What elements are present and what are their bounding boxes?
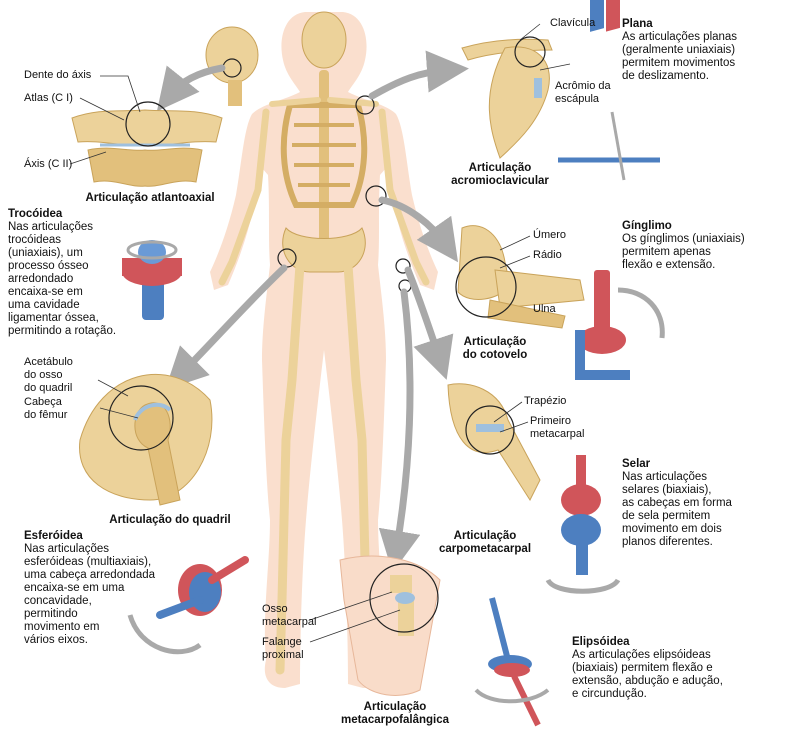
leader-lines — [69, 23, 571, 643]
ginglimo-title: Gínglimo — [622, 220, 672, 232]
atlas-label: Atlas (C I) — [24, 92, 73, 104]
pivot-joint-model — [122, 240, 182, 320]
acromio-label: Acrômio da escápula — [555, 80, 611, 105]
body-silhouette — [210, 12, 438, 688]
condyloid-joint-model — [474, 597, 550, 727]
acromioclavicular-illustration — [461, 36, 553, 159]
ginglimo-description: Os gínglimos (uniaxiais) permitem apenas… — [622, 233, 745, 271]
spine — [319, 70, 329, 250]
selar-title: Selar — [622, 458, 651, 470]
primeiro-metacarpal-label: Primeiro metacarpal — [530, 415, 585, 440]
quadril-caption: Articulação do quadril — [109, 514, 231, 526]
left-arm-bones — [218, 108, 270, 286]
esferoidea-description: Nas articulações esferóideas (multiaxiai… — [24, 543, 156, 646]
falange-proximal-label: Falange proximal — [262, 636, 304, 661]
acromioclavicular-caption: Articulação acromioclavicular — [451, 162, 549, 187]
atlantoaxial-caption: Articulação atlantoaxial — [85, 192, 215, 204]
elbow-illustration — [455, 225, 585, 329]
left-leg-bones — [275, 260, 305, 675]
trapezio-label: Trapézio — [524, 395, 567, 407]
metacarpofalangica-caption: Articulação metacarpofalângica — [340, 701, 449, 726]
selar-description: Nas articulações selares (biaxiais), as … — [622, 471, 732, 548]
right-arm-bones — [378, 108, 430, 286]
clavicula-label: Clavícula — [550, 17, 596, 29]
osso-metacarpal-label: Osso metacarpal — [262, 603, 317, 628]
dente-axis-label: Dente do áxis — [24, 69, 92, 81]
plane-joint-model — [558, 0, 660, 181]
body-skeleton — [210, 11, 438, 688]
plana-description: As articulações planas (geralmente uniax… — [622, 31, 738, 82]
trocoidea-title: Trocóidea — [8, 208, 63, 220]
plana-title: Plana — [622, 18, 653, 30]
esferoidea-title: Esferóidea — [24, 530, 83, 542]
wrist-marker — [395, 258, 411, 274]
arrows — [156, 50, 469, 573]
atlantoaxial-illustration — [71, 101, 223, 187]
carpometacarpal-caption: Articulação carpometacarpal — [438, 530, 532, 555]
clavicles — [269, 97, 379, 107]
elbow-marker — [365, 185, 387, 207]
acetabulo-label: Acetábulo do osso do quadril — [24, 356, 73, 394]
ulna-label: Ulna — [533, 303, 556, 315]
rib-cage — [280, 102, 368, 208]
umero-label: Úmero — [533, 229, 567, 241]
carpometacarpal-illustration — [447, 383, 541, 502]
elipsoidea-description: As articulações elipsóideas (biaxiais) p… — [572, 649, 723, 700]
shoulder-marker — [355, 95, 375, 115]
elipsoidea-title: Elipsóidea — [572, 636, 630, 648]
saddle-joint-model — [545, 455, 621, 594]
skull — [301, 11, 347, 69]
metacarpophalangeal-illustration — [339, 555, 441, 696]
radio-label: Rádio — [533, 249, 562, 261]
hinge-joint-model — [575, 270, 665, 380]
ball-socket-joint-model — [127, 556, 249, 655]
pelvis — [282, 227, 366, 273]
axis-label: Áxis (C II) — [24, 158, 73, 170]
cotovelo-caption: Articulação do cotovelo — [462, 336, 528, 361]
cabeca-femur-label: Cabeça do fêmur — [24, 396, 68, 421]
hip-illustration — [79, 373, 213, 506]
trocoidea-description: Nas articulações trocóideas (uniaxiais),… — [8, 221, 117, 337]
